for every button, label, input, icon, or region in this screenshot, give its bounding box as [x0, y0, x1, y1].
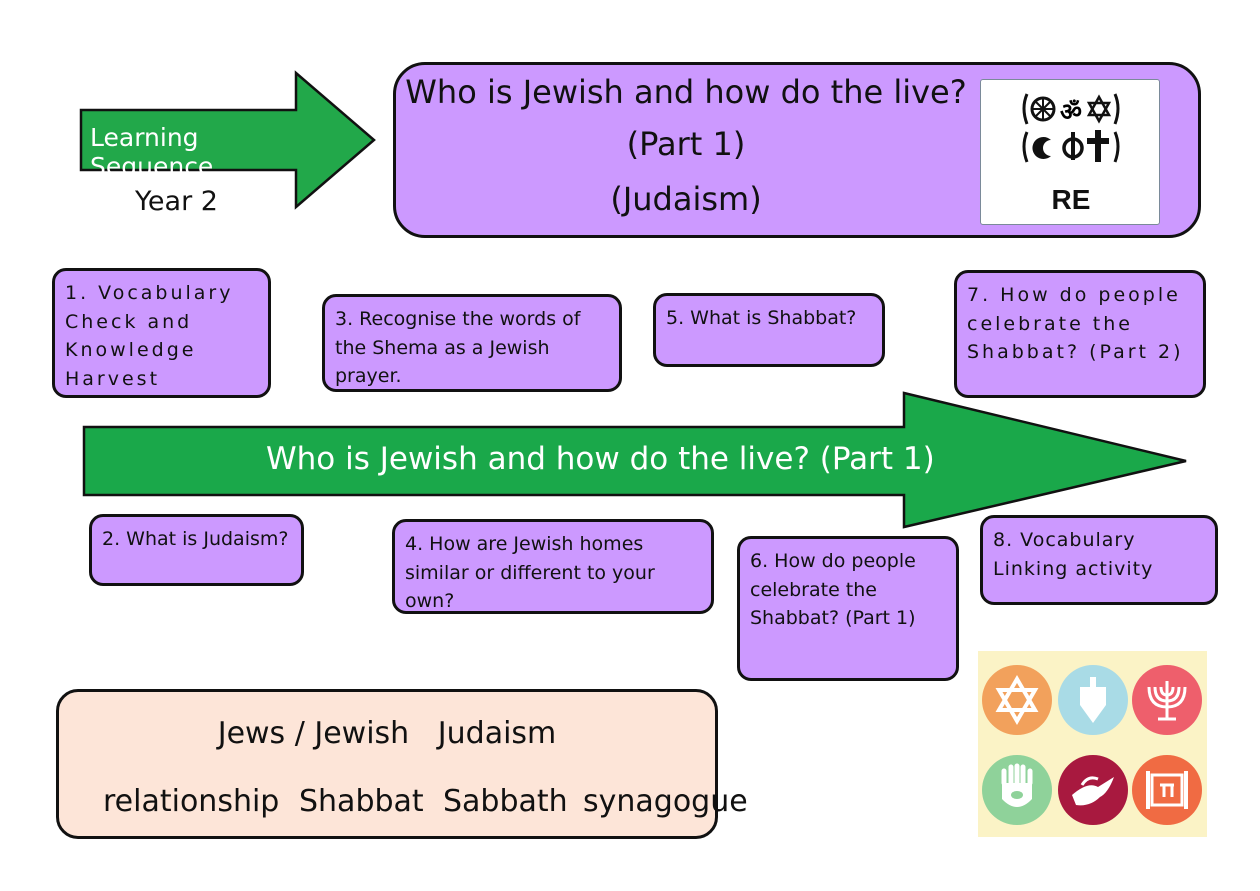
lesson-7-text: 7. How do people celebrate the Shabbat? …	[967, 284, 1184, 363]
title-line-1: Who is Jewish and how do the live?	[405, 73, 967, 111]
lesson-6-text: 6. How do people celebrate the Shabbat? …	[750, 550, 916, 629]
vocab-word-synagogue: synagogue	[583, 784, 748, 819]
lesson-2-text: 2. What is Judaism?	[102, 528, 289, 550]
lesson-7-box: 7. How do people celebrate the Shabbat? …	[954, 270, 1206, 398]
hamsa-icon	[982, 755, 1052, 825]
khanda-icon	[1062, 132, 1084, 160]
lesson-1-text: 1. Vocabulary Check and Knowledge Harves…	[65, 282, 234, 390]
learning-sequence-label: Learning Sequence	[90, 123, 214, 181]
title-box: Who is Jewish and how do the live? (Part…	[393, 62, 1201, 238]
vocab-word-shabbat: Shabbat	[299, 784, 424, 819]
lesson-6-box: 6. How do people celebrate the Shabbat? …	[737, 536, 959, 681]
re-label: RE	[1051, 184, 1091, 215]
lesson-2-box: 2. What is Judaism?	[89, 514, 304, 586]
title-line-3: (Judaism)	[610, 180, 762, 218]
lesson-4-text: 4. How are Jewish homes similar or diffe…	[405, 533, 655, 612]
lesson-8-text: 8. Vocabulary Linking activity	[993, 529, 1154, 580]
year-label: Year 2	[135, 186, 218, 217]
religions-symbols-icon: ॐ	[1022, 93, 1120, 163]
star-of-david-icon	[1086, 94, 1112, 117]
main-arrow-shape	[82, 391, 1187, 529]
jewish-symbols-panel	[978, 651, 1207, 837]
vocab-word-relationship: relationship	[103, 784, 280, 819]
dreidel-icon	[1058, 665, 1128, 735]
cross-icon	[1087, 130, 1109, 162]
vocabulary-box: Jews / Jewish Judaism relationship Shabb…	[56, 689, 748, 839]
main-sequence-arrow: Who is Jewish and how do the live? (Part…	[82, 391, 1188, 529]
re-badge: ॐ RE	[980, 79, 1160, 225]
title-line-2: (Part 1)	[626, 125, 746, 163]
dove-icon	[1058, 755, 1128, 825]
lesson-1-box: 1. Vocabulary Check and Knowledge Harves…	[52, 268, 271, 398]
crescent-icon	[1032, 137, 1051, 159]
vocabulary-row-1: Jews / Jewish Judaism	[217, 716, 557, 751]
lesson-5-box: 5. What is Shabbat?	[653, 293, 885, 367]
arrow-shape	[79, 70, 376, 210]
lesson-4-box: 4. How are Jewish homes similar or diffe…	[392, 519, 714, 614]
lesson-5-text: 5. What is Shabbat?	[666, 307, 857, 329]
star-of-david-icon	[982, 665, 1052, 735]
vocab-word-sabbath: Sabbath	[443, 784, 568, 819]
torah-scroll-icon	[1132, 755, 1202, 825]
lesson-8-box: 8. Vocabulary Linking activity	[980, 515, 1218, 605]
om-icon: ॐ	[1060, 98, 1082, 126]
learning-sequence-arrow: Learning Sequence	[78, 68, 378, 212]
lesson-3-box: 3. Recognise the words of the Shema as a…	[322, 294, 622, 392]
lesson-3-text: 3. Recognise the words of the Shema as a…	[335, 308, 581, 387]
main-arrow-label: Who is Jewish and how do the live? (Part…	[266, 441, 935, 477]
menorah-icon	[1132, 665, 1202, 735]
